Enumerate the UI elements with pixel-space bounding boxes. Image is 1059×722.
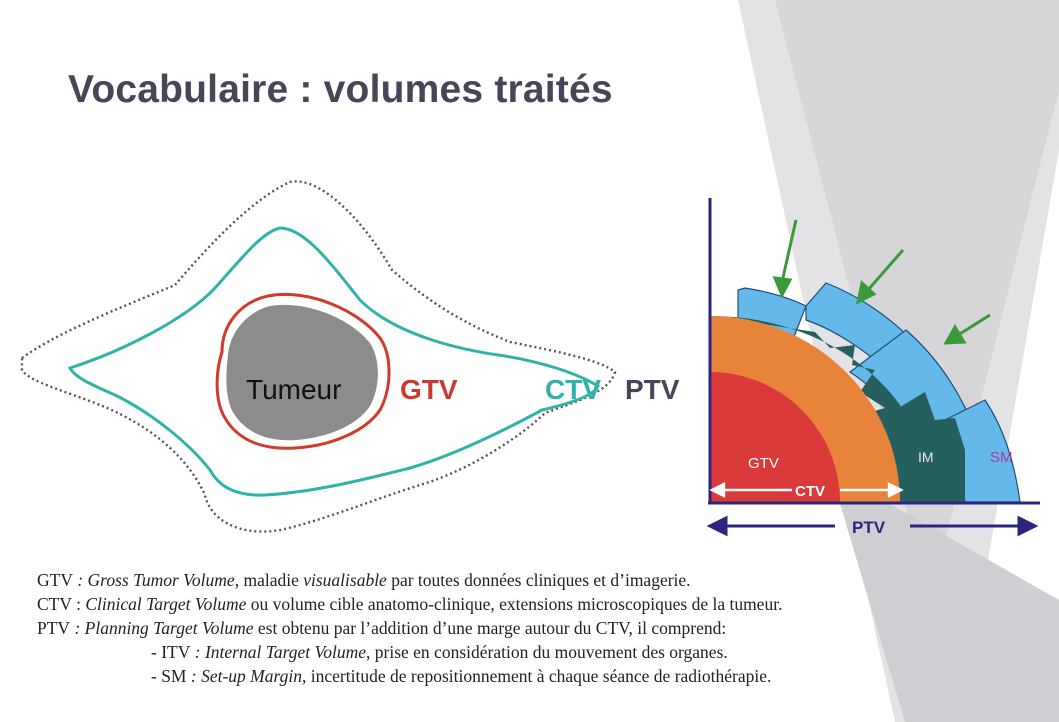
tumor-shape (226, 304, 378, 441)
green-arrow (943, 313, 991, 345)
ctv-arrow (709, 482, 904, 498)
definition-itv: - ITV : Internal Target Volume, prise en… (37, 640, 1047, 664)
definition-term: Planning Target Volume (84, 618, 254, 638)
page-title: Vocabulaire : volumes traités (68, 68, 613, 111)
tumor-label: Tumeur (246, 374, 341, 405)
contour-diagram: Tumeur GTV CTV PTV (20, 180, 680, 533)
definition-sep: : (71, 594, 86, 614)
ptv-contour (20, 180, 617, 533)
definition-term: Clinical Target Volume (85, 594, 247, 614)
definition-term: Internal Target Volume (204, 642, 367, 662)
definition-text: , maladie (234, 570, 304, 590)
definition-emphasis: visualisable (303, 570, 387, 590)
definition-gtv: GTV : Gross Tumor Volume, maladie visual… (37, 568, 1047, 592)
ptv-label: PTV (625, 374, 680, 405)
im-lower-band (895, 392, 965, 502)
definition-abbr: GTV (37, 570, 73, 590)
definition-sm: - SM : Set-up Margin, incertitude de rep… (37, 664, 1047, 688)
gtv-region-label: GTV (748, 455, 779, 472)
definition-sep: : (190, 642, 205, 662)
im-region-label: IM (918, 449, 934, 465)
gtv-label: GTV (400, 374, 458, 405)
definition-abbr: CTV (37, 594, 72, 614)
definition-text: est obtenu par l’addition d’une marge au… (253, 618, 727, 638)
definition-text: , prise en considération du mouvement de… (366, 642, 728, 662)
gtv-contour (215, 293, 391, 450)
green-arrow (772, 219, 798, 299)
definition-abbr: PTV (37, 618, 71, 638)
definition-ptv: PTV : Planning Target Volume est obtenu … (37, 616, 1047, 640)
definition-ctv: CTV : Clinical Target Volume ou volume c… (37, 592, 1047, 616)
ctv-label: CTV (545, 374, 601, 405)
ctv-region-label: CTV (795, 483, 825, 500)
ptv-arrow (706, 515, 1039, 537)
margin-diagram: GTV CTV IM SM PTV (706, 198, 1040, 537)
definition-term: Set-up Margin (201, 666, 303, 686)
definitions-list: GTV : Gross Tumor Volume, maladie visual… (37, 568, 1047, 688)
ctv-contour (67, 226, 600, 497)
definition-abbr: - ITV (151, 642, 191, 662)
definition-sep: : (70, 618, 85, 638)
definition-sep: : (72, 570, 88, 590)
definition-text: , incertitude de repositionnement à chaq… (302, 666, 772, 686)
gtv-region (710, 372, 840, 502)
definition-term: Gross Tumor Volume (87, 570, 235, 590)
definition-text: par toutes données cliniques et d’imager… (386, 570, 691, 590)
ptv-axis-label: PTV (852, 518, 886, 537)
definition-sep: : (186, 666, 202, 686)
sm-region-label: SM (990, 449, 1013, 466)
definition-text: ou volume cible anatomo-clinique, extens… (246, 594, 783, 614)
green-arrow (855, 249, 905, 305)
definition-abbr: - SM (151, 666, 187, 686)
